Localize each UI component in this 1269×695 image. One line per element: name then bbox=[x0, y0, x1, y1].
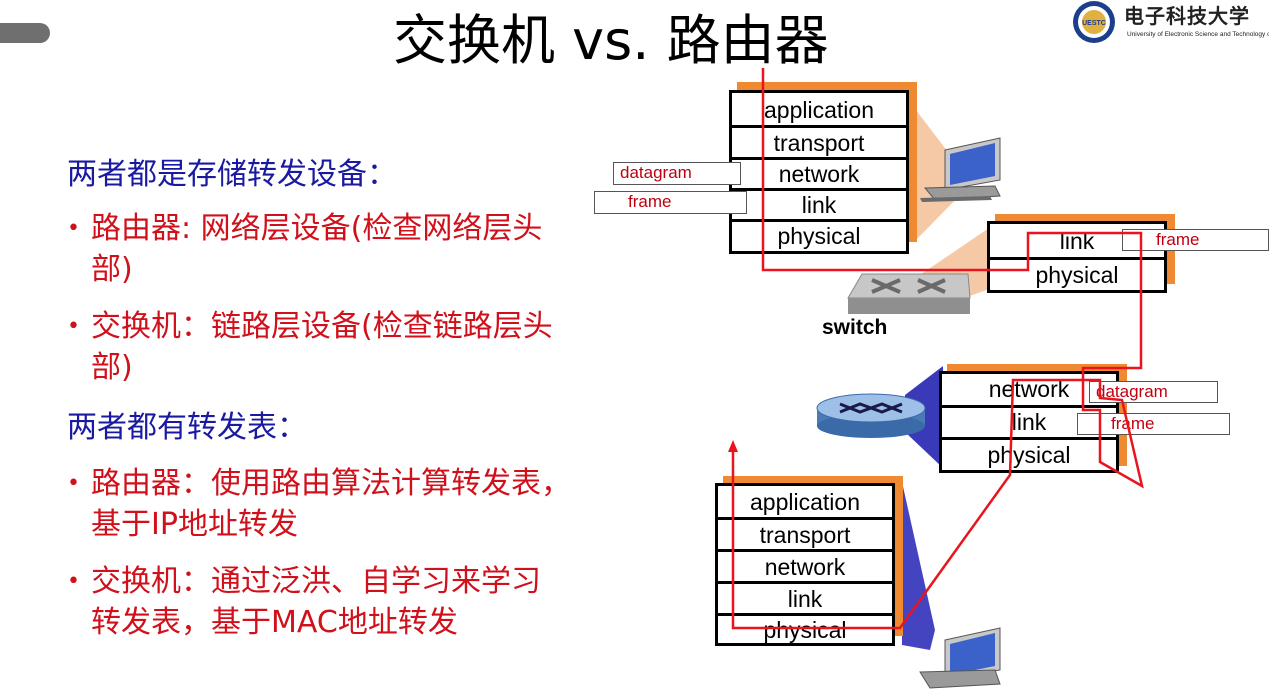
bullet-switch-learning: • 交换机：通过泛洪、自学习来学习 转发表，基于MAC地址转发 bbox=[67, 561, 541, 643]
host-top-cone bbox=[916, 110, 965, 240]
bullet-line: 转发表，基于MAC地址转发 bbox=[91, 605, 458, 640]
seal-text: UESTC bbox=[1082, 20, 1106, 27]
bullet-line: 交换机：链路层设备(检查链路层头 bbox=[91, 309, 553, 344]
layer-network: network bbox=[732, 160, 906, 191]
layer-physical: physical bbox=[777, 223, 861, 249]
heading-forwarding-table: 两者都有转发表： bbox=[67, 410, 307, 445]
layer-physical: physical bbox=[763, 617, 847, 643]
router-icon bbox=[816, 393, 926, 438]
bullet-dot: • bbox=[67, 216, 80, 241]
slide-title: 交换机 vs. 路由器 bbox=[393, 9, 829, 72]
stack-frame: application transport network link physi… bbox=[715, 483, 895, 646]
seal-icon: UESTC bbox=[1073, 1, 1115, 43]
layer-application: application bbox=[718, 486, 892, 520]
university-name-cn: 电子科技大学 bbox=[1124, 4, 1250, 28]
bullet-router-network: • 路由器: 网络层设备(检查网络层头 部) bbox=[67, 208, 543, 290]
switch-icon bbox=[847, 273, 971, 314]
layer-transport: transport bbox=[732, 128, 906, 160]
bullet-dot: • bbox=[67, 471, 80, 496]
bullet-line: 路由器: 网络层设备(检查网络层头 bbox=[91, 211, 543, 246]
layer-link: link bbox=[732, 191, 906, 222]
bullet-dot: • bbox=[67, 314, 80, 339]
pdu-host-datagram: datagram bbox=[613, 162, 741, 185]
university-logo: UESTC 电子科技大学 University of Electronic Sc… bbox=[1072, 0, 1269, 46]
layer-link: link bbox=[942, 408, 1116, 440]
bullet-router-routing: • 路由器：使用路由算法计算转发表， 基于IP地址转发 bbox=[67, 463, 571, 545]
pdu-host-frame: frame bbox=[594, 191, 747, 214]
layer-application: application bbox=[732, 93, 906, 128]
pdu-switch-frame: frame bbox=[1122, 229, 1269, 251]
bullet-dot: • bbox=[67, 569, 80, 594]
switch-label: switch bbox=[822, 316, 888, 339]
host-bottom-cone bbox=[902, 482, 935, 650]
corner-tab bbox=[0, 23, 50, 43]
bullet-line: 基于IP地址转发 bbox=[91, 507, 298, 542]
bullet-line: 部) bbox=[91, 350, 133, 385]
path-arrowhead bbox=[728, 440, 738, 452]
layer-physical: physical bbox=[987, 442, 1071, 468]
computer-icon bbox=[920, 137, 1001, 202]
heading-store-forward: 两者都是存储转发设备： bbox=[67, 157, 397, 192]
layer-link: link bbox=[718, 584, 892, 616]
computer-icon bbox=[919, 627, 1001, 689]
layer-network: network bbox=[718, 552, 892, 584]
bullet-line: 路由器：使用路由算法计算转发表， bbox=[91, 466, 571, 501]
layer-physical: physical bbox=[1035, 262, 1119, 288]
bullet-line: 交换机：通过泛洪、自学习来学习 bbox=[91, 564, 541, 599]
pdu-router-frame: frame bbox=[1077, 413, 1230, 435]
layer-transport: transport bbox=[718, 520, 892, 552]
pdu-router-datagram: datagram bbox=[1089, 381, 1218, 403]
university-name-en: University of Electronic Science and Tec… bbox=[1127, 31, 1269, 38]
data-path bbox=[731, 68, 1144, 630]
bullet-switch-link: • 交换机：链路层设备(检查链路层头 部) bbox=[67, 306, 553, 388]
bullet-line: 部) bbox=[91, 252, 133, 287]
